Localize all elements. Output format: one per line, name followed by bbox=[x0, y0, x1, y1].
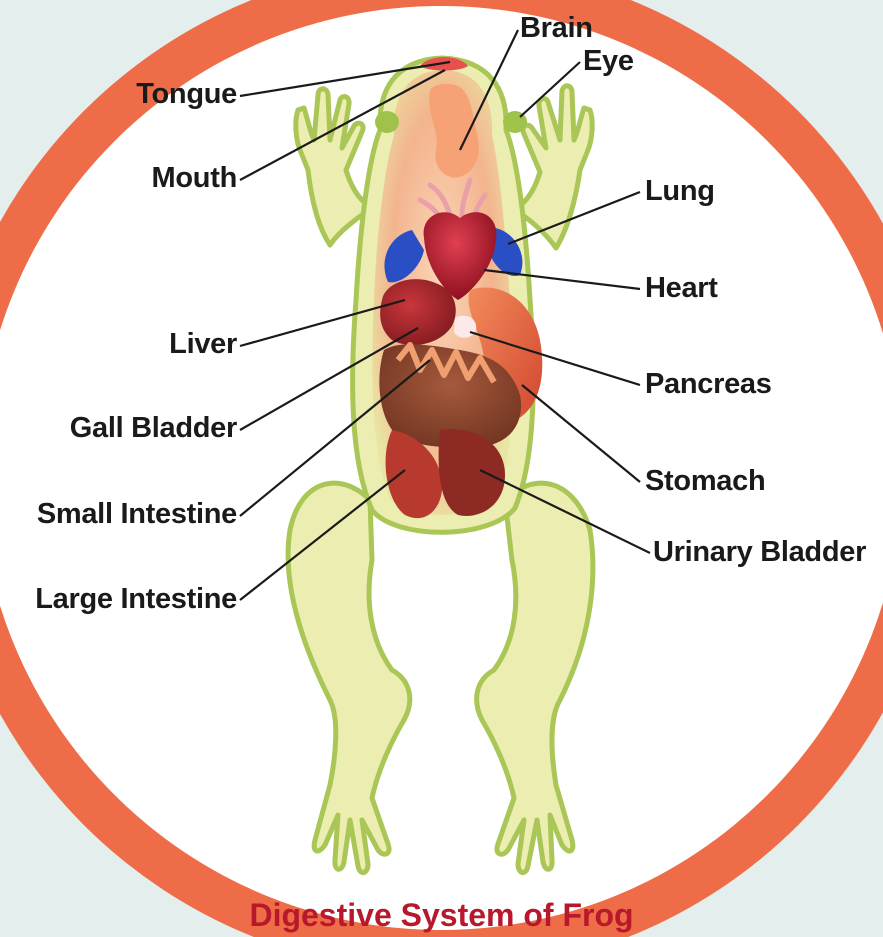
diagram-title: Digestive System of Frog bbox=[0, 899, 883, 931]
label-liver: Liver bbox=[169, 330, 237, 359]
label-small-intestine: Small Intestine bbox=[37, 500, 237, 529]
label-tongue: Tongue bbox=[136, 80, 237, 109]
label-lung: Lung bbox=[645, 177, 715, 206]
label-stomach: Stomach bbox=[645, 467, 765, 496]
label-pancreas: Pancreas bbox=[645, 370, 772, 399]
label-urinary-bladder: Urinary Bladder bbox=[653, 538, 866, 567]
label-brain: Brain bbox=[520, 14, 593, 43]
label-gall-bladder: Gall Bladder bbox=[70, 414, 237, 443]
label-heart: Heart bbox=[645, 274, 718, 303]
label-eye: Eye bbox=[583, 47, 634, 76]
label-mouth: Mouth bbox=[152, 164, 237, 193]
eye-left-bump bbox=[375, 111, 399, 133]
label-large-intestine: Large Intestine bbox=[35, 585, 237, 614]
